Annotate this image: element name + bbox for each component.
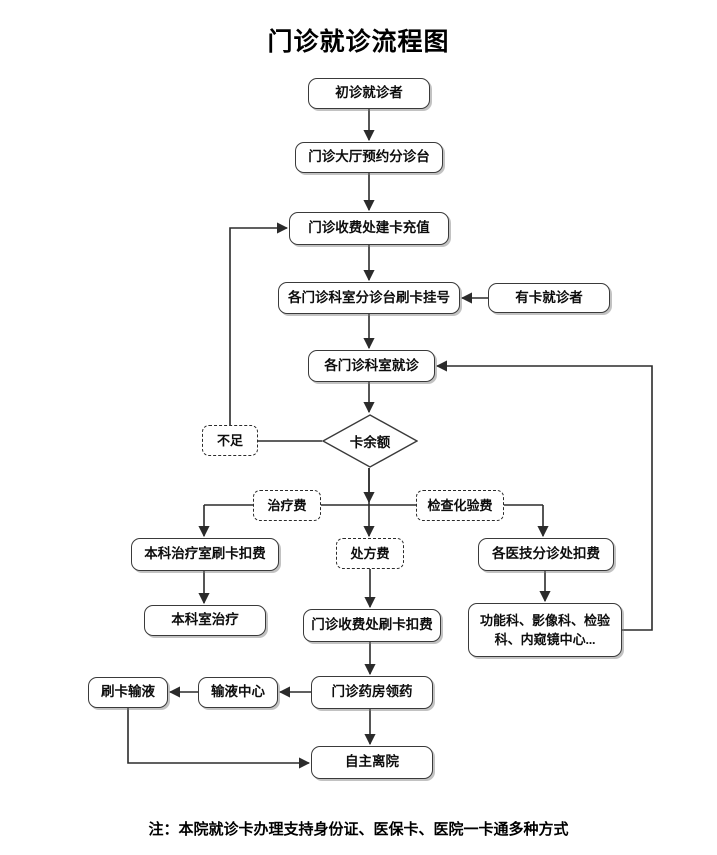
footnote-text: 注：本院就诊卡办理支持身份证、医保卡、医院一卡通多种方式 (148, 822, 569, 838)
node-medical-tech-triage-charge[interactable]: 各医技分诊处扣费 (478, 538, 614, 571)
node-pharmacy-dispensing[interactable]: 门诊药房领药 (311, 676, 433, 709)
page-title: 门诊就诊流程图 (267, 29, 450, 56)
node-medical-tech-departments[interactable]: 功能科、影像科、检验科、内窥镜中心... (468, 603, 622, 657)
node-infusion-center[interactable]: 输液中心 (198, 677, 278, 708)
edge-n8-n3 (229, 222, 289, 425)
edge-n15-n6 (435, 360, 653, 631)
node-initial-visitor[interactable]: 初诊就诊者 (308, 78, 430, 109)
diamond-shape (322, 414, 418, 468)
node-card-holder-visitor[interactable]: 有卡就诊者 (488, 283, 610, 313)
label-prescription-fee[interactable]: 处方费 (336, 538, 404, 569)
edge-n19-n20 (127, 708, 311, 769)
label-treatment-fee[interactable]: 治疗费 (253, 490, 321, 521)
label-examination-lab-fee[interactable]: 检查化验费 (416, 490, 504, 521)
node-lobby-triage-desk[interactable]: 门诊大厅预约分诊台 (295, 142, 443, 173)
node-cashier-card-recharge[interactable]: 门诊收费处建卡充值 (289, 212, 449, 245)
node-self-discharge[interactable]: 自主离院 (311, 746, 433, 779)
node-department-consultation[interactable]: 各门诊科室就诊 (308, 350, 435, 382)
node-department-treatment-room-charge[interactable]: 本科治疗室刷卡扣费 (131, 538, 279, 571)
node-department-treatment[interactable]: 本科室治疗 (144, 605, 266, 636)
node-cashier-card-charge[interactable]: 门诊收费处刷卡扣费 (303, 609, 441, 642)
decision-card-balance[interactable]: 卡余额 (322, 414, 418, 468)
label-insufficient-balance[interactable]: 不足 (202, 425, 258, 456)
node-department-triage-registration[interactable]: 各门诊科室分诊台刷卡挂号 (278, 282, 460, 314)
decision-card-balance-label: 卡余额 (349, 435, 391, 450)
node-card-swipe-infusion[interactable]: 刷卡输液 (88, 677, 168, 708)
